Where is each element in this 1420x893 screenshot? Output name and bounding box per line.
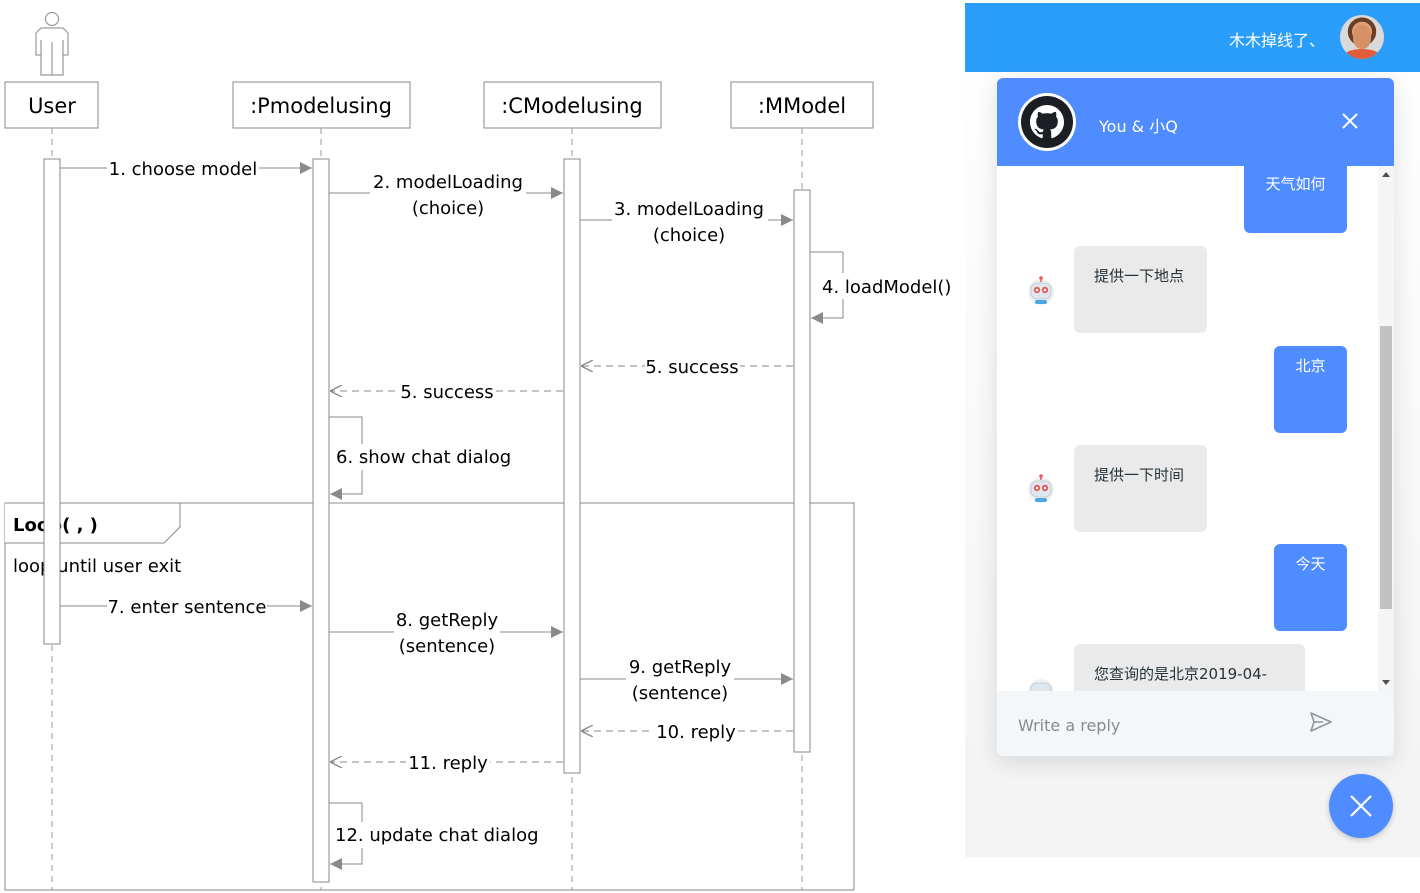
message-scrollbar[interactable] xyxy=(1378,166,1394,691)
lifeline-head-pmodelusing: :Pmodelusing xyxy=(232,81,411,129)
svg-text:9. getReply: 9. getReply xyxy=(629,657,732,678)
message-sent: 北京 xyxy=(1274,346,1347,433)
activation-cmodelusing xyxy=(563,158,581,774)
svg-text:2. modelLoading: 2. modelLoading xyxy=(373,172,523,193)
scrollbar-thumb[interactable] xyxy=(1380,326,1392,609)
chat-window: You & 小Q 天气如何 提供一下地点 xyxy=(997,78,1394,756)
message-received: 提供一下地点 xyxy=(1074,246,1207,333)
username[interactable]: 木木掉线了、 xyxy=(1228,31,1325,50)
sequence-diagram: User :Pmodelusing :CModelusing :MModel L… xyxy=(4,11,956,891)
chat-header: You & 小Q xyxy=(997,78,1394,166)
message-1: 1. choose model xyxy=(60,157,312,180)
svg-text:8. getReply: 8. getReply xyxy=(396,610,499,631)
team-name: You & 小Q xyxy=(1099,117,1178,136)
message-7: 7. enter sentence xyxy=(60,595,312,618)
top-bar: 木木掉线了、 xyxy=(965,3,1420,72)
activation-mmodel xyxy=(793,189,811,753)
svg-text:7. enter sentence: 7. enter sentence xyxy=(107,597,266,618)
chat-page: 木木掉线了、 You & 小Q 天气如何 xyxy=(965,3,1420,857)
launcher-button[interactable] xyxy=(1329,774,1393,838)
svg-text:1. choose model: 1. choose model xyxy=(109,159,257,180)
lifeline-label-pmodelusing: :Pmodelusing xyxy=(250,94,392,118)
message-list: 天气如何 提供一下地点 北京 xyxy=(997,166,1394,691)
robot-icon xyxy=(1028,276,1054,305)
message-4: 4. loadModel() xyxy=(810,251,956,324)
lifeline-head-cmodelusing: :CModelusing xyxy=(483,81,662,129)
lifeline-label-cmodelusing: :CModelusing xyxy=(501,94,643,118)
message-9: 9. getReply (sentence) xyxy=(580,654,793,704)
lifeline-label-user: User xyxy=(28,94,76,118)
send-icon[interactable] xyxy=(1309,711,1333,733)
close-icon xyxy=(1350,795,1372,817)
svg-text:(sentence): (sentence) xyxy=(632,683,728,704)
svg-text:10. reply: 10. reply xyxy=(656,722,736,743)
reply-composer xyxy=(997,691,1394,756)
message-received: 提供一下时间 xyxy=(1074,445,1207,532)
lifeline-head-mmodel: :MModel xyxy=(730,81,874,129)
svg-text:12. update chat dialog: 12. update chat dialog xyxy=(335,825,539,846)
svg-text:6. show chat dialog: 6. show chat dialog xyxy=(336,447,511,468)
close-icon[interactable] xyxy=(1332,106,1368,138)
svg-text:3. modelLoading: 3. modelLoading xyxy=(614,199,764,220)
lifeline-label-mmodel: :MModel xyxy=(758,94,846,118)
activation-pmodelusing xyxy=(312,158,330,883)
message-8: 8. getReply (sentence) xyxy=(329,607,563,657)
robot-icon xyxy=(1028,474,1054,503)
activation-user xyxy=(43,158,61,645)
svg-text:(sentence): (sentence) xyxy=(399,636,495,657)
reply-input[interactable] xyxy=(1016,711,1290,739)
message-sent: 今天 xyxy=(1274,544,1347,631)
svg-text:4. loadModel(): 4. loadModel() xyxy=(822,277,951,298)
user-actor-icon xyxy=(35,11,69,76)
scroll-down-icon[interactable] xyxy=(1382,680,1390,685)
message-11-return: 11. reply xyxy=(330,751,563,774)
svg-text:5. success: 5. success xyxy=(645,357,738,378)
message-5-return-pmodel: 5. success xyxy=(330,380,563,403)
message-3: 3. modelLoading (choice) xyxy=(580,195,793,246)
github-icon xyxy=(1018,93,1076,151)
message-12: 12. update chat dialog xyxy=(329,802,539,870)
scroll-up-icon[interactable] xyxy=(1382,172,1390,177)
svg-text:(choice): (choice) xyxy=(412,198,484,219)
robot-icon xyxy=(1028,679,1054,691)
lifeline-head-user: User xyxy=(4,81,99,129)
message-received: 您查询的是北京2019-04- xyxy=(1074,644,1305,691)
message-6: 6. show chat dialog xyxy=(329,416,511,500)
svg-text:11. reply: 11. reply xyxy=(408,753,488,774)
message-5-return-cmodel: 5. success xyxy=(581,355,793,378)
svg-text:5. success: 5. success xyxy=(400,382,493,403)
message-sent: 天气如何 xyxy=(1244,166,1347,233)
svg-text:(choice): (choice) xyxy=(653,225,725,246)
loop-condition: loop until user exit xyxy=(13,556,181,577)
message-10-return: 10. reply xyxy=(581,720,793,743)
user-avatar[interactable] xyxy=(1340,15,1384,59)
message-2: 2. modelLoading (choice) xyxy=(329,168,563,219)
